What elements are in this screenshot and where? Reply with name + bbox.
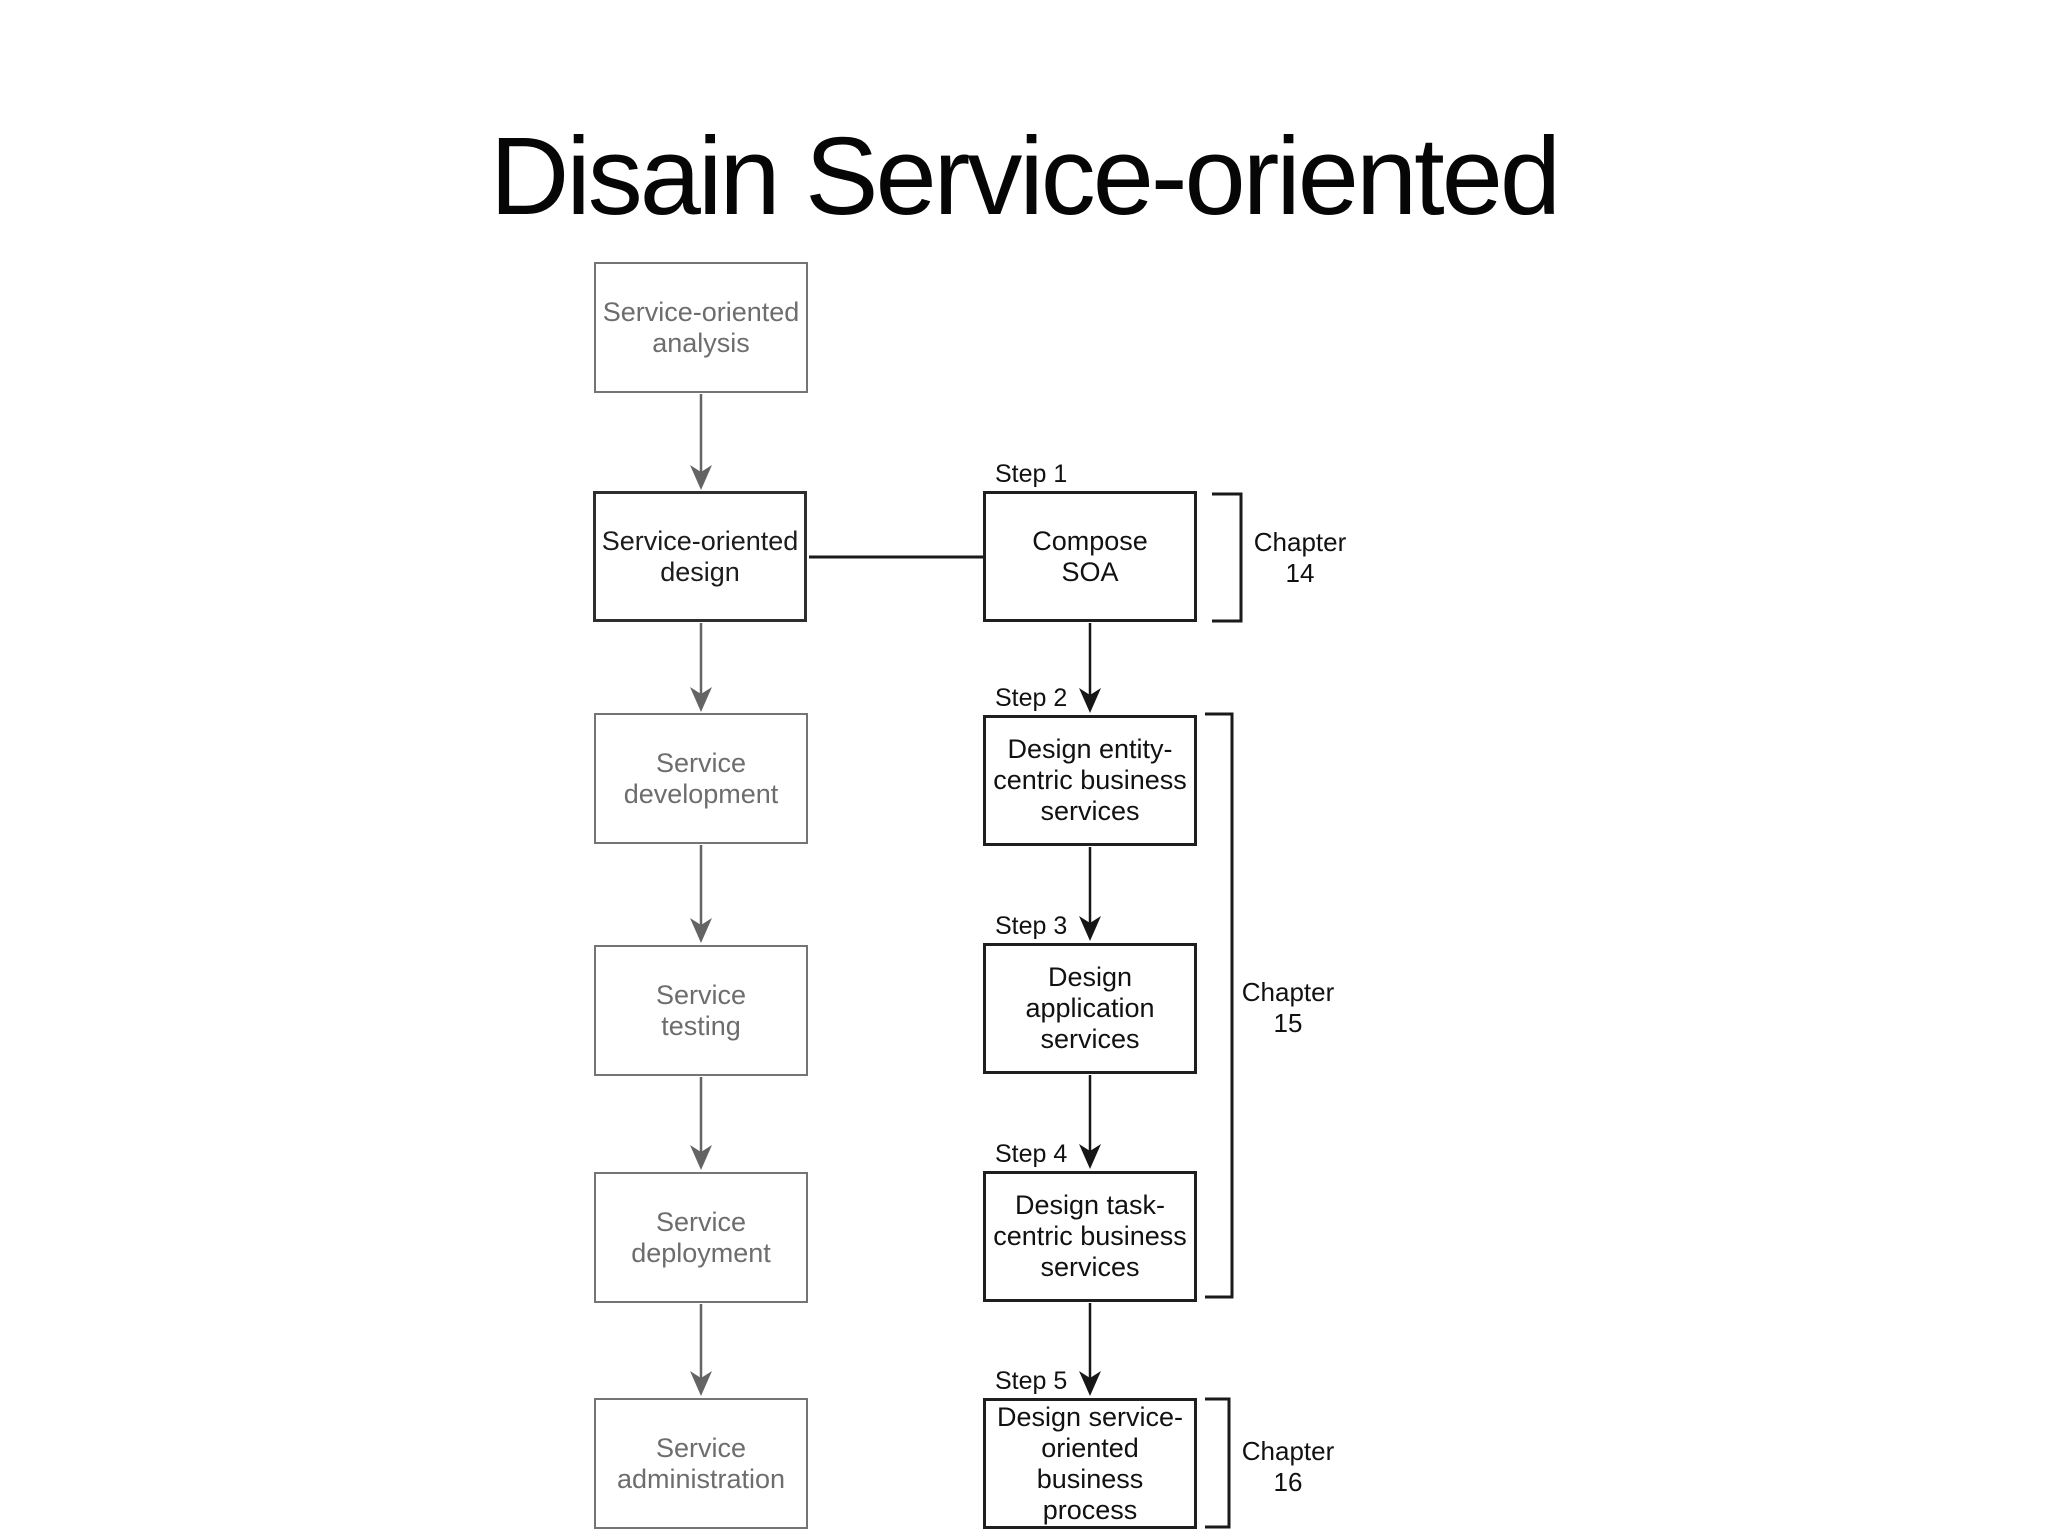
bracket-chapter-15 [1205, 712, 1234, 1299]
step-box-label: Design service- oriented business proces… [996, 1401, 1184, 1525]
chapter-label-14: Chapter 14 [1253, 527, 1347, 588]
bracket-chapter-16 [1205, 1397, 1231, 1529]
arrow-development-to-testing [690, 845, 712, 943]
chapter-label-16: Chapter 16 [1241, 1436, 1335, 1497]
arrow-analysis-to-design [690, 394, 712, 490]
step-label-2: Step 2 [995, 684, 1068, 712]
flow-box-service-administration: Service administration [594, 1398, 808, 1529]
step-box-label: Compose SOA [1032, 525, 1148, 587]
arrow-deployment-to-administration [690, 1304, 712, 1396]
step-label-3: Step 3 [995, 912, 1068, 940]
arrow-design-to-development [690, 623, 712, 712]
arrow-step2-to-step3 [1079, 847, 1101, 941]
bracket-chapter-14 [1212, 492, 1243, 623]
step-box-label: Design application services [1025, 962, 1155, 1054]
step-box-design-application-services: Design application services [983, 943, 1197, 1074]
arrow-step4-to-step5 [1079, 1303, 1101, 1396]
step-box-design-task-centric-business-services: Design task- centric business services [983, 1171, 1197, 1302]
step-box-design-service-oriented-business-process: Design service- oriented business proces… [983, 1398, 1197, 1529]
step-label-1: Step 1 [995, 460, 1068, 488]
chapter-label-15: Chapter 15 [1241, 977, 1335, 1038]
flow-box-label: Service testing [655, 979, 747, 1041]
flow-box-label: Service administration [616, 1432, 786, 1494]
slide-title: Disain Service-oriented [489, 115, 1561, 238]
step-box-design-entity-centric-business-services: Design entity- centric business services [983, 715, 1197, 846]
flow-box-service-testing: Service testing [594, 945, 808, 1076]
flow-box-service-oriented-design: Service-oriented design [593, 491, 807, 622]
arrow-step3-to-step4 [1079, 1075, 1101, 1169]
flow-box-label: Service deployment [631, 1206, 771, 1268]
step-box-compose-soa: Compose SOA [983, 491, 1197, 622]
step-box-label: Design entity- centric business services [993, 734, 1187, 826]
arrow-step1-to-step2 [1079, 623, 1101, 713]
flow-box-label: Service-oriented analysis [602, 296, 800, 358]
flow-box-service-oriented-analysis: Service-oriented analysis [594, 262, 808, 393]
flow-box-service-development: Service development [594, 713, 808, 844]
flow-box-service-deployment: Service deployment [594, 1172, 808, 1303]
flow-box-label: Service-oriented design [601, 525, 799, 587]
flow-box-label: Service development [623, 747, 779, 809]
arrow-testing-to-deployment [690, 1077, 712, 1170]
step-box-label: Design task- centric business services [993, 1190, 1187, 1282]
step-label-5: Step 5 [995, 1367, 1068, 1395]
step-label-4: Step 4 [995, 1140, 1068, 1168]
